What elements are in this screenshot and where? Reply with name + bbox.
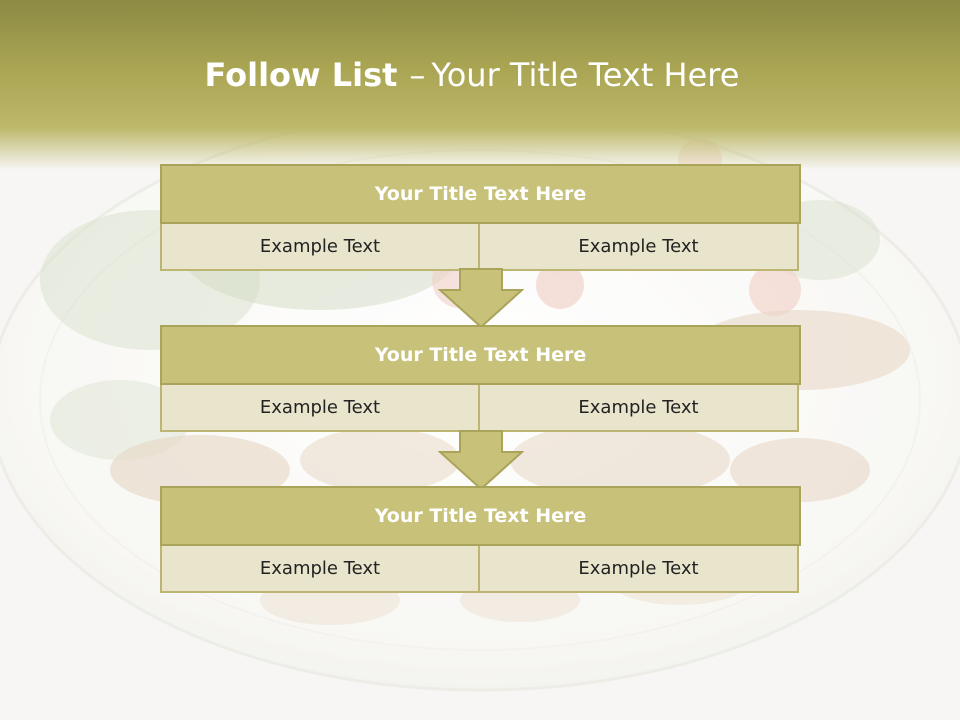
slide-title-rest: Your Title Text Here xyxy=(431,56,740,94)
block-cell-left: Example Text xyxy=(160,224,480,271)
header-band xyxy=(0,0,960,170)
list-block-1: Your Title Text Here Example Text Exampl… xyxy=(160,164,801,273)
block-cell-right: Example Text xyxy=(480,224,799,271)
block-cell-left: Example Text xyxy=(160,385,480,432)
down-arrow-icon xyxy=(438,268,524,328)
block-cell-right: Example Text xyxy=(480,385,799,432)
block-title: Your Title Text Here xyxy=(160,325,801,385)
block-cell-right: Example Text xyxy=(480,546,799,593)
slide-title: Follow List–Your Title Text Here xyxy=(0,50,944,100)
block-cell-left: Example Text xyxy=(160,546,480,593)
block-title: Your Title Text Here xyxy=(160,486,801,546)
slide-title-bold: Follow List xyxy=(204,56,398,94)
list-block-3: Your Title Text Here Example Text Exampl… xyxy=(160,486,801,595)
list-block-2: Your Title Text Here Example Text Exampl… xyxy=(160,325,801,434)
block-title: Your Title Text Here xyxy=(160,164,801,224)
block-row: Example Text Example Text xyxy=(160,546,801,595)
block-row: Example Text Example Text xyxy=(160,385,801,434)
slide-title-separator: – xyxy=(409,56,426,94)
down-arrow-icon xyxy=(438,430,524,490)
block-row: Example Text Example Text xyxy=(160,224,801,273)
